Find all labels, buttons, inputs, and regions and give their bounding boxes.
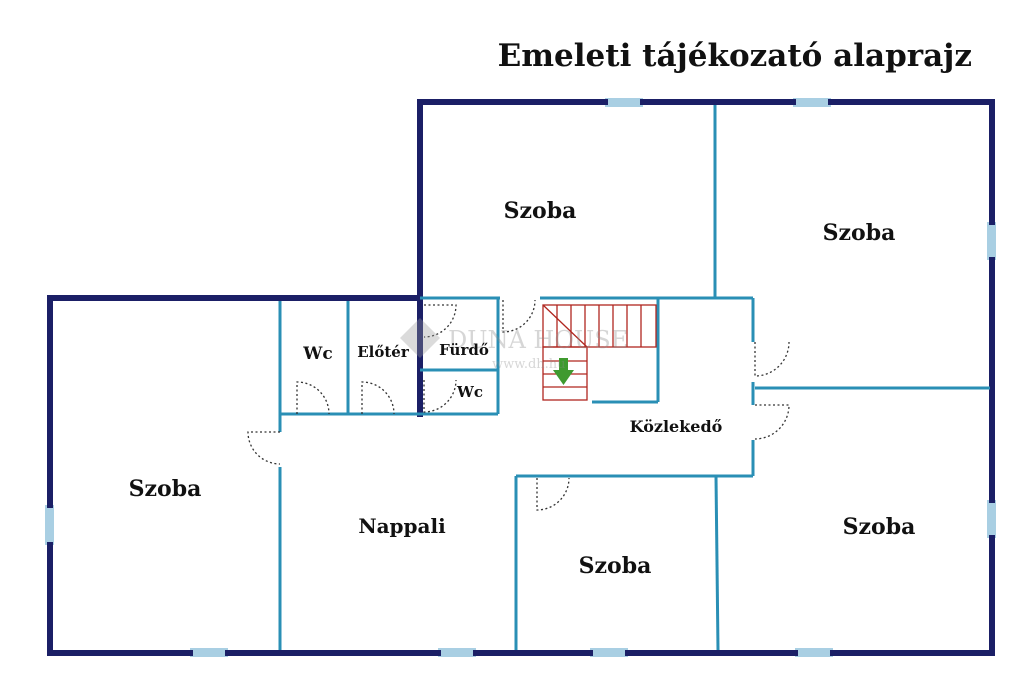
room-labels: Szoba Szoba Szoba Nappali Szoba Szoba Kö… <box>129 198 916 579</box>
door-swing <box>361 381 395 415</box>
window <box>438 648 476 657</box>
inner-walls <box>278 105 990 651</box>
door-swing <box>423 379 457 413</box>
room-label-eloter: Előtér <box>357 343 410 361</box>
door-swing <box>536 477 570 511</box>
door-swing <box>296 381 330 415</box>
watermark: DUNA HOUSE www.dh.hu <box>400 318 628 372</box>
window <box>590 648 628 657</box>
room-label-szoba-bottom-center: Szoba <box>579 553 652 579</box>
watermark-brand: DUNA HOUSE <box>448 326 628 354</box>
watermark-url: www.dh.hu <box>492 357 566 372</box>
duna-house-logo-icon <box>400 318 440 358</box>
window <box>45 505 54 545</box>
room-label-szoba-top-right: Szoba <box>823 220 896 246</box>
window <box>987 222 996 260</box>
window <box>793 98 831 107</box>
windows <box>45 98 996 657</box>
down-arrow-icon <box>553 358 574 385</box>
room-label-szoba-top-center: Szoba <box>504 198 577 224</box>
door-swing <box>423 304 457 338</box>
room-label-nappali: Nappali <box>358 514 446 538</box>
room-label-furdo: Fürdő <box>439 341 489 359</box>
door-swing <box>502 299 536 333</box>
door-swing <box>754 404 790 440</box>
plan-title: Emeleti tájékozató alaprajz <box>497 38 972 74</box>
staircase <box>542 304 657 401</box>
room-label-szoba-left: Szoba <box>129 476 202 502</box>
room-label-wc-left: Wc <box>302 344 332 364</box>
window <box>795 648 833 657</box>
room-label-kozlekedo: Közlekedő <box>630 417 723 436</box>
window <box>605 98 643 107</box>
door-swing <box>247 431 281 465</box>
room-label-wc-right: Wc <box>456 383 483 401</box>
outer-walls <box>47 99 995 656</box>
room-label-szoba-bottom-right: Szoba <box>843 514 916 540</box>
door-swings <box>247 299 790 511</box>
window <box>987 500 996 538</box>
door-swing <box>754 341 790 377</box>
window <box>190 648 228 657</box>
